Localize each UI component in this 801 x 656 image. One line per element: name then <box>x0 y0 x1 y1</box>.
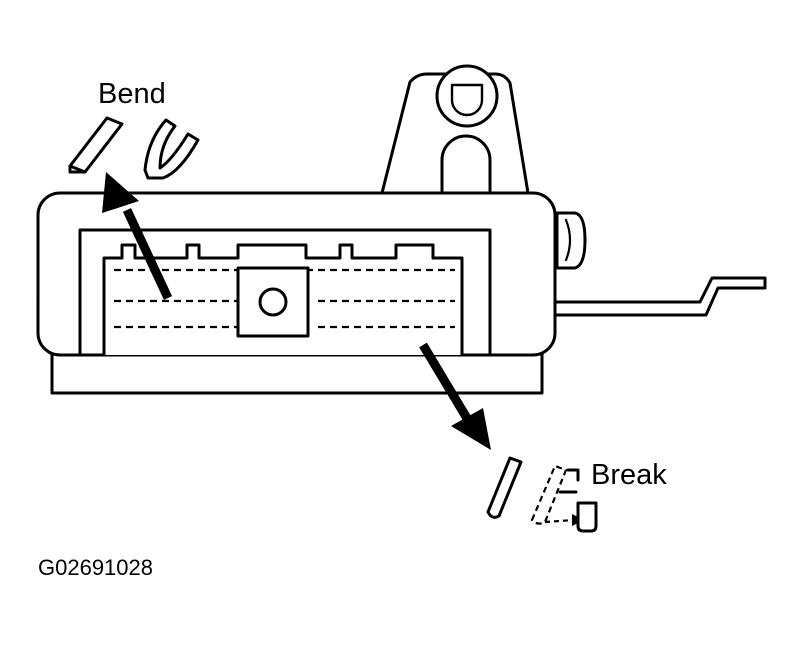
center-square <box>236 266 310 338</box>
figure-id: G02691028 <box>38 555 153 580</box>
break-arrow <box>419 342 491 450</box>
bend-label: Bend <box>98 78 166 110</box>
bend-tab-illustration <box>68 116 200 180</box>
break-tab-illustration <box>486 456 598 533</box>
break-label: Break <box>591 459 667 491</box>
inner-frame <box>78 228 492 357</box>
wire-lead <box>553 276 767 317</box>
mounting-bracket <box>380 64 530 195</box>
bend-arrow <box>102 172 173 300</box>
